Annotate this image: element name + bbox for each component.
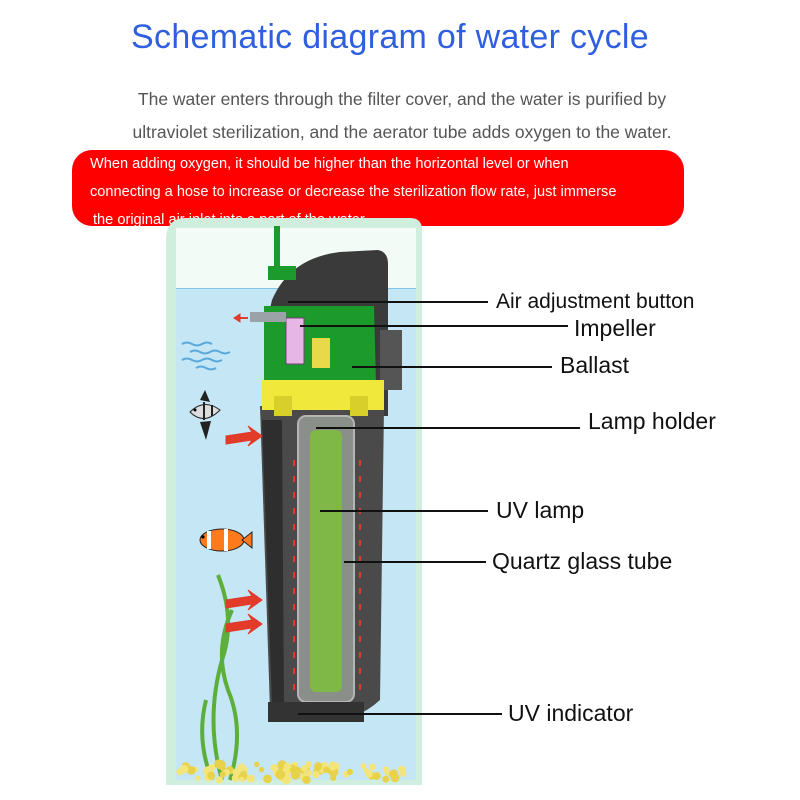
water-ripple-icon — [181, 341, 231, 371]
label-uv-indicator: UV indicator — [508, 700, 634, 726]
label-quartz-glass-tube: Quartz glass tube — [492, 548, 673, 574]
gravel-pebble — [270, 764, 278, 772]
label-ballast: Ballast — [560, 352, 630, 378]
page-title: Schematic diagram of water cycle — [131, 18, 649, 56]
gravel-pebble — [301, 765, 308, 772]
gravel-pebble — [263, 774, 272, 784]
flow-arrows — [225, 313, 361, 690]
gravel-pebble — [360, 763, 367, 770]
label-air-adjustment-button: Air adjustment button — [496, 290, 695, 313]
gravel-pebble — [383, 766, 390, 773]
warning-line-1: When adding oxygen, it should be higher … — [90, 156, 569, 172]
gravel-pebble — [219, 771, 226, 778]
gravel-pebble — [195, 775, 201, 781]
label-impeller: Impeller — [574, 315, 656, 341]
gravel-pebble — [389, 769, 398, 779]
gravel-pebble — [365, 769, 373, 778]
gravel-pebble — [231, 774, 240, 782]
gravel-pebble — [275, 769, 286, 780]
gravel-pebble — [239, 776, 245, 782]
description-line-1: The water enters through the filter cove… — [137, 89, 667, 109]
gravel-pebble — [215, 776, 224, 784]
gravel-pebble — [258, 766, 265, 773]
gravel-pebble — [214, 759, 224, 769]
gravel-pebble — [241, 770, 247, 777]
gravel-bed — [176, 759, 407, 785]
gravel-pebble — [382, 775, 390, 783]
gravel-pebble — [314, 762, 323, 771]
gravel-pebble — [306, 770, 312, 776]
gravel-pebble — [254, 761, 260, 768]
gravel-pebble — [372, 772, 381, 780]
gravel-pebble — [399, 770, 407, 777]
description-line-2: ultraviolet sterilization, and the aerat… — [132, 122, 672, 142]
warning-banner — [72, 150, 684, 226]
gravel-pebble — [302, 775, 311, 784]
gravel-pebble — [188, 766, 196, 773]
gravel-pebble — [328, 762, 338, 771]
leader-lines — [288, 301, 580, 715]
gravel-pebble — [246, 774, 255, 783]
clownfish-icon — [199, 528, 253, 552]
gravel-pebble — [305, 761, 313, 768]
gravel-pebble — [369, 763, 376, 771]
description-text: The water enters through the filter cove… — [92, 83, 712, 149]
label-uv-lamp: UV lamp — [496, 497, 585, 523]
gravel-pebble — [207, 771, 216, 780]
gravel-pebble — [283, 762, 292, 771]
gravel-pebble — [232, 768, 241, 777]
gravel-pebble — [346, 768, 353, 776]
gravel-pebble — [208, 764, 216, 772]
uv-filter-unit — [250, 226, 402, 722]
gravel-pebble — [312, 770, 320, 779]
gravel-pebble — [321, 762, 327, 769]
warning-line-2: connecting a hose to increase or decreas… — [90, 184, 617, 200]
angelfish-icon — [189, 390, 221, 440]
gravel-pebble — [180, 765, 186, 771]
label-lamp-holder: Lamp holder — [588, 408, 716, 434]
gravel-pebble — [323, 766, 330, 774]
